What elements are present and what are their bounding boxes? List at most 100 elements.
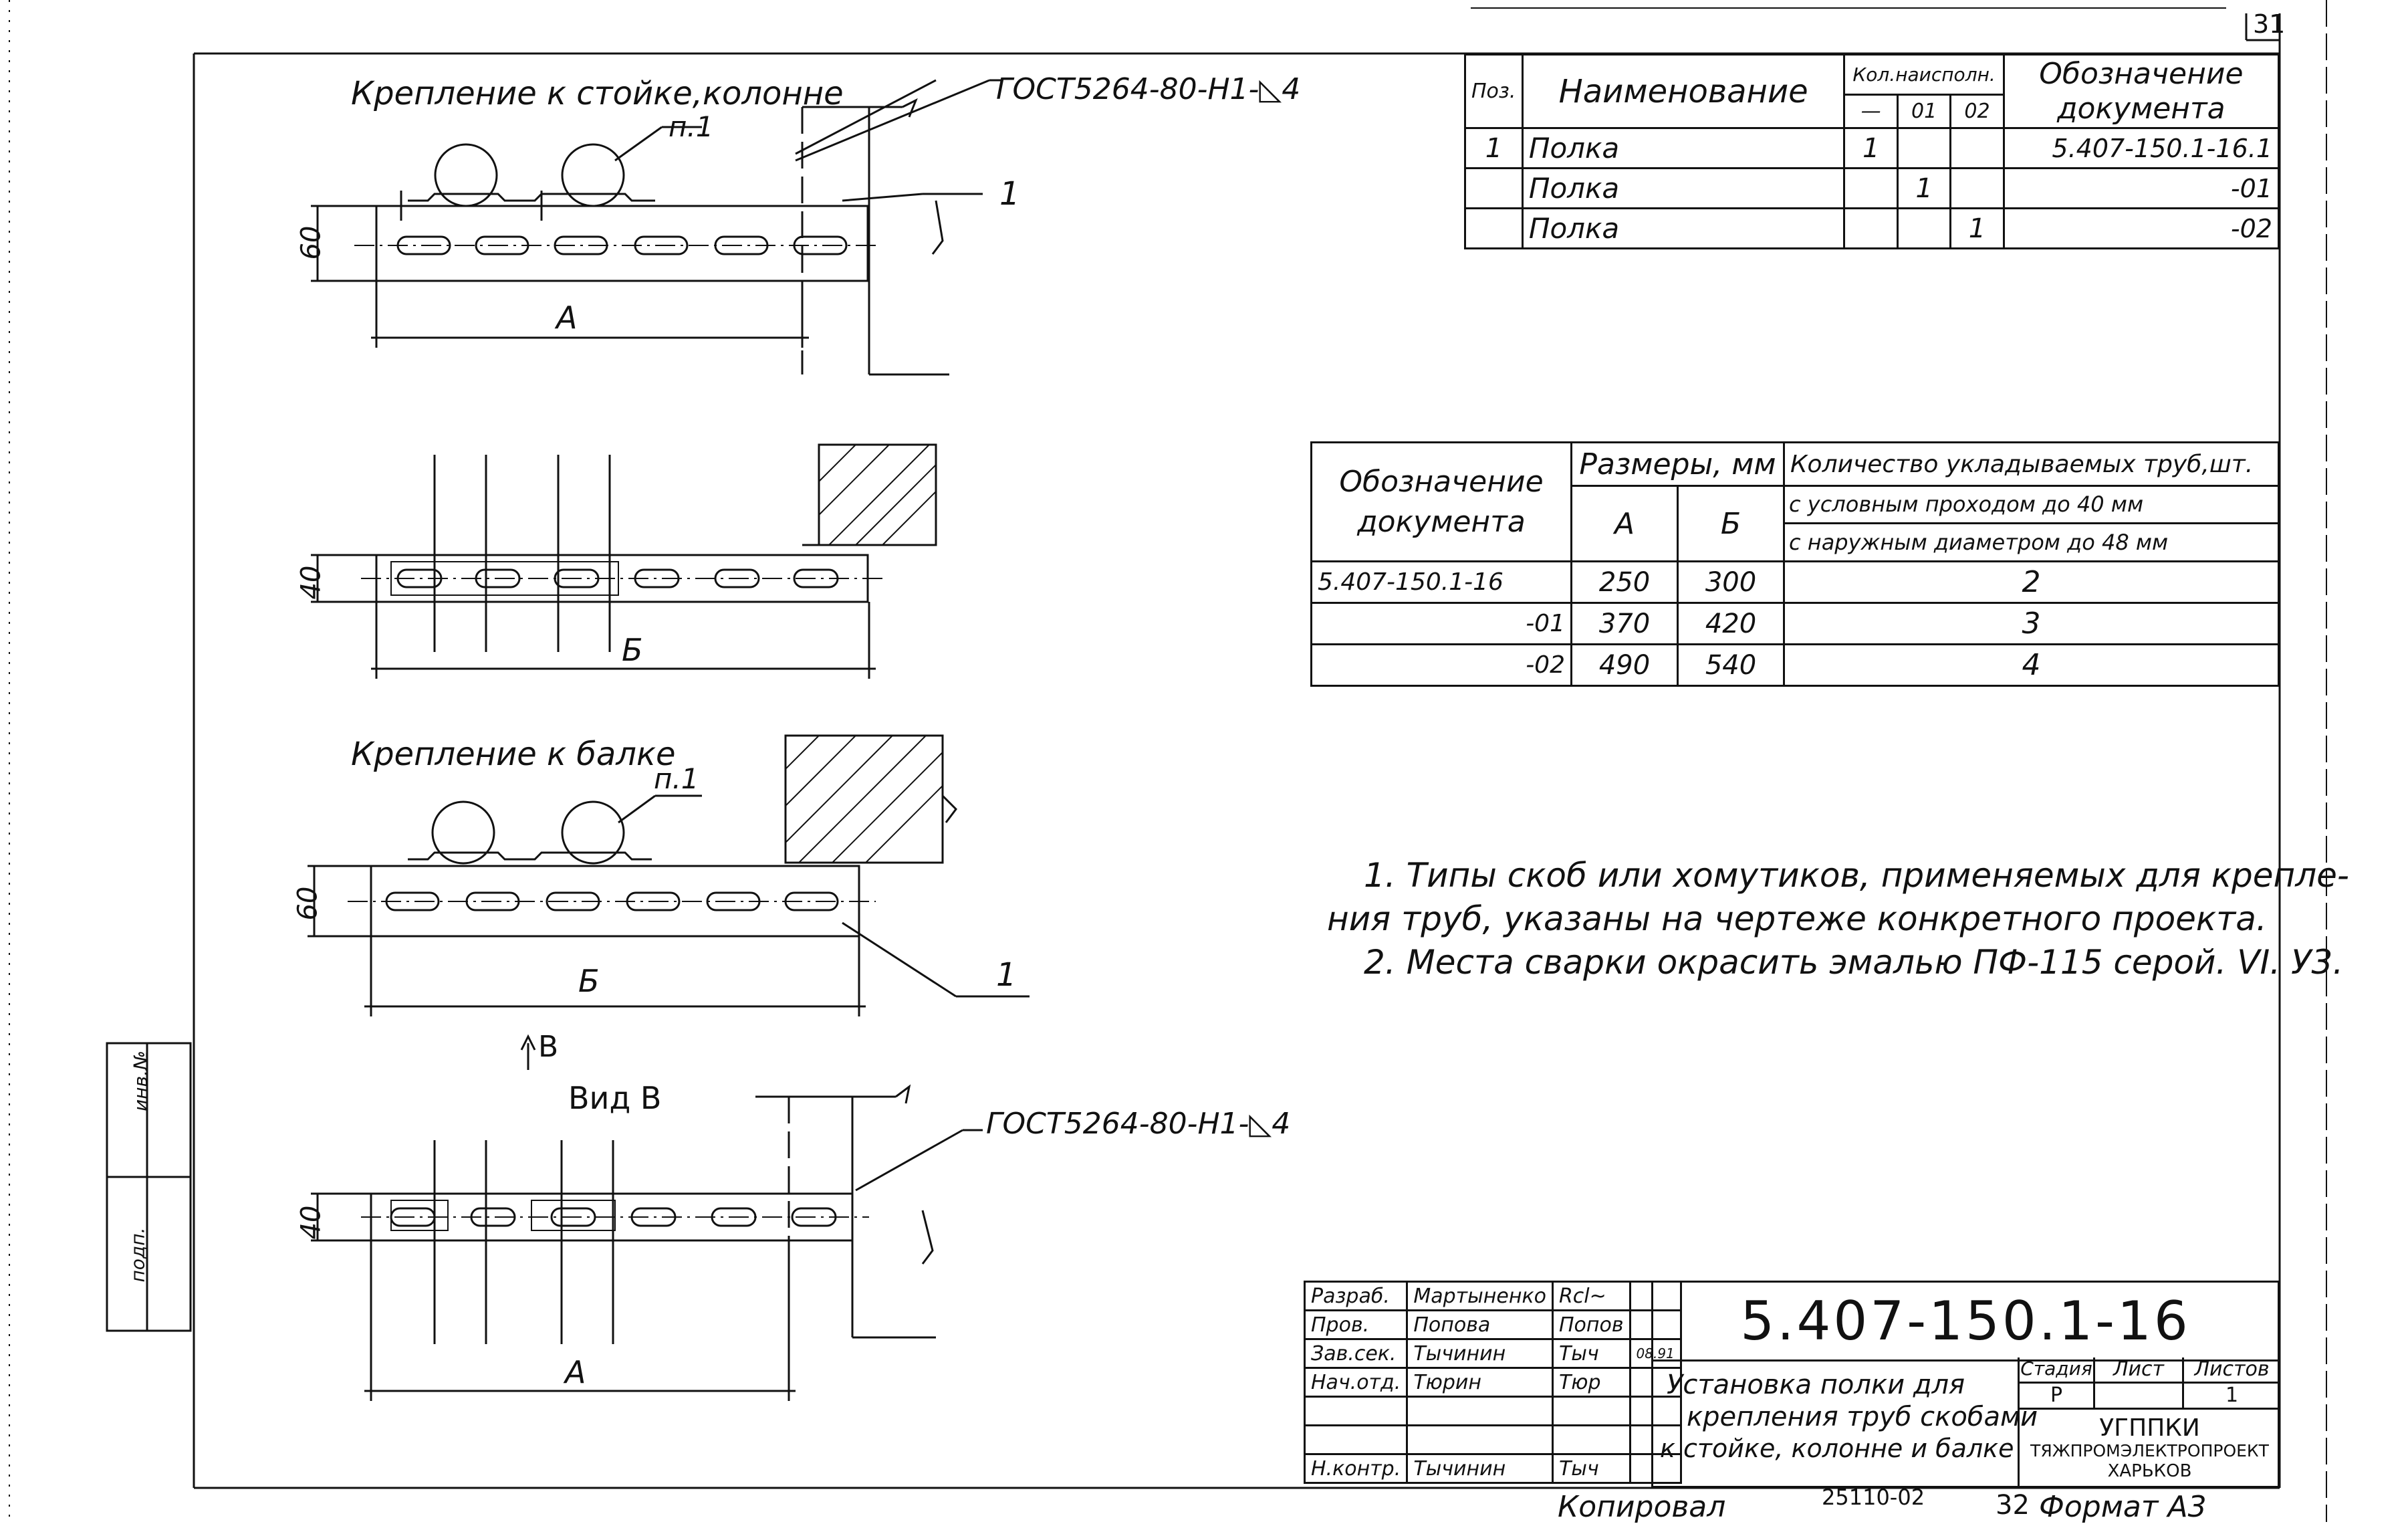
callout-p1: п.1: [669, 110, 714, 143]
spec-cell-doc: -01: [2002, 167, 2280, 209]
name-cell: [1406, 1396, 1554, 1426]
sheets-value: 1: [2184, 1384, 2280, 1410]
table-row: 1 Полка 1 5.407-150.1-16.1: [1464, 127, 2280, 169]
spec-h-v1: 01: [1896, 94, 1952, 129]
size-cell-b: 420: [1677, 602, 1785, 645]
role-cell: Зав.сек.: [1303, 1338, 1409, 1369]
view-column-plan: [311, 443, 937, 679]
dim-a-top: А: [556, 300, 578, 336]
signature-cell: Tыч: [1551, 1453, 1631, 1484]
title-desc-1: Установка полки для: [1667, 1370, 1965, 1400]
size-h-sizes: Размеры, мм: [1570, 441, 1785, 487]
weld-note-1: ГОСТ5264-80-Н1-◺4: [996, 72, 1301, 106]
title-beam-mount: Крепление к балке: [351, 736, 676, 773]
spec-cell-pos: [1464, 167, 1524, 209]
table-row: -01 370 420 3: [1310, 602, 2280, 645]
sheet-header: Лист: [2095, 1357, 2184, 1384]
size-h-doc: Обозначение документа: [1310, 441, 1572, 562]
signature-cell: Tюр: [1551, 1367, 1631, 1398]
footer-copied: Копировал: [1558, 1490, 1726, 1524]
date-cell: [1629, 1453, 1682, 1484]
sheet-value: [2095, 1384, 2184, 1410]
size-cell-n: 3: [1783, 602, 2280, 645]
footer-format: Формат А3: [2039, 1490, 2207, 1524]
title-column-mount: Крепление к стойке,колонне: [351, 75, 844, 112]
spec-h-doc: Обозначение документа: [2002, 53, 2280, 129]
date-cell: [1629, 1396, 1682, 1426]
spec-cell-q0: [1843, 167, 1899, 209]
spec-cell-name: Полка: [1521, 167, 1846, 209]
role-cell: [1303, 1424, 1409, 1455]
size-cell-n: 2: [1783, 560, 2280, 604]
spec-h-v2: 02: [1949, 94, 2005, 129]
side-stamp-frame: [106, 1042, 192, 1332]
spec-cell-name: Полка: [1521, 127, 1846, 169]
spec-cell-q1: [1896, 127, 1952, 169]
table-row: Полка 1 -01: [1464, 167, 2280, 209]
size-cell-b: 300: [1677, 560, 1785, 604]
view-arrow-label: В: [538, 1030, 559, 1064]
footer-order: 25110-02: [1822, 1485, 1925, 1510]
document-code: 5.407-150.1-16: [1653, 1283, 2278, 1362]
note-line-2: ния труб, указаны на чертеже конкретного…: [1327, 899, 2267, 938]
dim-b-plan: Б: [622, 632, 643, 668]
table-row: -02 490 540 4: [1310, 643, 2280, 687]
date-cell: 08.91: [1629, 1338, 1682, 1369]
signature-cell: Попов: [1551, 1309, 1631, 1340]
stage-value: Р: [2020, 1384, 2095, 1410]
spec-cell-doc: -02: [2002, 207, 2280, 249]
spec-cell-q0: [1843, 207, 1899, 249]
callout-1-beam: 1: [996, 956, 1017, 994]
spec-h-qty: Кол.наисполн.: [1843, 53, 2005, 96]
org-name-1: УГППКИ: [2099, 1414, 2200, 1442]
view-b: [311, 1084, 983, 1401]
side-stamp-sign: подп.: [126, 1227, 149, 1283]
size-cell-b: 540: [1677, 643, 1785, 687]
date-cell: [1629, 1367, 1682, 1398]
name-cell: [1406, 1424, 1554, 1455]
spec-h-pos: Поз.: [1464, 53, 1524, 129]
size-cell-doc: -02: [1310, 643, 1572, 687]
signature-cell: Rcl~: [1551, 1281, 1631, 1311]
date-cell: [1629, 1309, 1682, 1340]
title-block-main: 5.407-150.1-16 Установка полки для крепл…: [1651, 1281, 2280, 1488]
table-row: Полка 1 -02: [1464, 207, 2280, 249]
spec-cell-q2: [1949, 127, 2005, 169]
sheet-number: 31: [2253, 9, 2286, 39]
title-desc-2: крепления труб скобами: [1687, 1402, 2038, 1432]
spec-cell-q2: 1: [1949, 207, 2005, 249]
name-cell: Тычинин: [1406, 1453, 1554, 1484]
dim-40-viewb: 40: [295, 1205, 327, 1240]
name-cell: Тюрин: [1406, 1367, 1554, 1398]
view-b-title: Вид В: [568, 1080, 662, 1116]
size-cell-n: 4: [1783, 643, 2280, 687]
title-desc-3: к стойке, колонне и балке: [1660, 1434, 2014, 1463]
dim-a-viewb: А: [565, 1354, 586, 1390]
spec-table: Поз. Наименование Кол.наисполн. Обозначе…: [1464, 53, 2280, 249]
table-row: [1303, 1424, 1682, 1455]
spec-h-v0: —: [1843, 94, 1899, 129]
signature-cell: Tыч: [1551, 1338, 1631, 1369]
dim-b-beam: Б: [578, 963, 600, 999]
org-name-3: ХАРЬКОВ: [2107, 1461, 2192, 1481]
name-cell: Мартыненко: [1406, 1281, 1554, 1311]
size-h-a: А: [1570, 485, 1679, 562]
size-h-sub2: с наружным диаметром до 48 мм: [1789, 530, 2169, 555]
callout-1-top: 1: [999, 175, 1020, 213]
dim-60-top: 60: [295, 225, 327, 260]
view-beam-mount: [308, 126, 1030, 1070]
size-cell-a: 490: [1570, 643, 1679, 687]
size-h-b: Б: [1677, 485, 1785, 562]
size-table: Обозначение документа Размеры, мм Количе…: [1310, 441, 2280, 687]
sheets-header: Листов: [2184, 1357, 2280, 1384]
date-cell: [1629, 1281, 1682, 1311]
note-line-1: 1. Типы скоб или хомутиков, применяемых …: [1364, 856, 2349, 895]
